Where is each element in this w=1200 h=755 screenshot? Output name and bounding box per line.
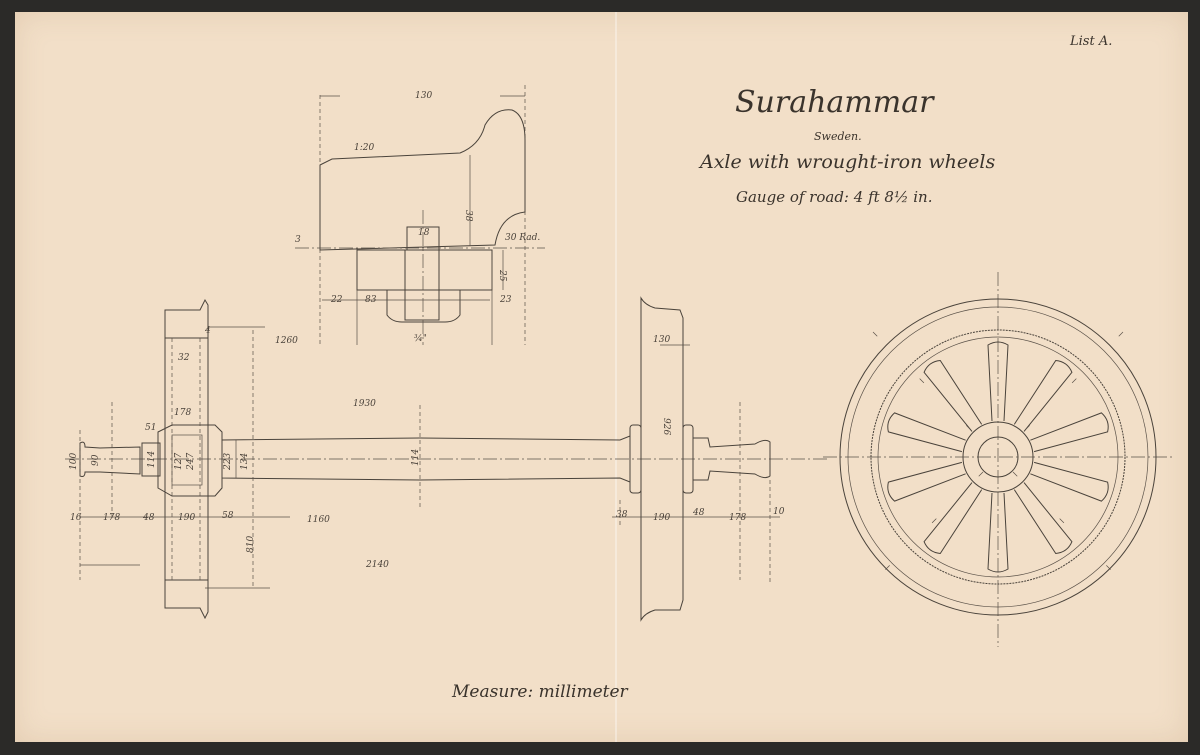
dim-114-mid: 114 [411,449,421,466]
dim-1260: 1260 [275,336,298,346]
measure-label: Measure: millimeter [451,682,629,702]
dim-90: 90 [91,454,101,466]
dim-178-hub: 178 [174,408,191,418]
dim-bolt: ¾" [414,333,427,344]
paper-fold [615,12,617,742]
dim-127: 127 [174,453,184,470]
dim-r-10: 10 [773,507,785,517]
dim-51: 51 [145,423,156,433]
dim-23: 23 [499,295,512,305]
dim-3: 3 [295,235,301,245]
wheel-front-view [823,272,1173,647]
dim-58: 58 [222,511,234,521]
dim-83: 83 [365,295,377,305]
gauge-label: Gauge of road: 4 ft 8½ in. [736,188,933,206]
dim-178-journal: 178 [103,513,120,523]
dim-r-190: 190 [653,513,670,523]
dim-22: 22 [330,295,343,305]
dim-190: 190 [178,513,195,523]
dim-134: 134 [240,453,250,470]
dim-25: 25 [497,269,507,282]
dim-slope: 1:20 [354,143,374,153]
dim-1160: 1160 [307,515,330,525]
dim-114-seat: 114 [147,451,157,468]
dim-2140: 2140 [365,560,389,570]
dim-130: 130 [415,91,432,101]
dim-38: 38 [463,210,473,222]
dim-r-178: 178 [729,513,746,523]
subject-label: Axle with wrought-iron wheels [698,151,995,173]
axle-side-view: 1260 4 32 178 51 100 90 114 127 247 223 … [65,296,830,622]
dim-r-38: 38 [616,510,628,520]
dim-radius: 30 Rad. [505,233,540,243]
dim-16: 16 [70,513,82,523]
dim-18: 18 [418,228,430,238]
dim-48: 48 [142,513,155,523]
dim-r-48: 48 [692,508,705,518]
dim-926: 926 [661,418,671,435]
country-label: Sweden. [814,130,862,143]
rim-section-detail: 130 1:20 38 18 3 30 Rad. 25 22 83 23 ¾" [295,85,545,345]
dim-810: 810 [246,536,256,553]
drawing-title: Surahammar [735,85,935,120]
dim-100: 100 [69,453,79,470]
dim-223: 223 [223,453,233,471]
dim-4: 4 [204,326,211,336]
dim-r-130: 130 [653,335,670,345]
drawing-sheet [15,12,1188,742]
dim-1930: 1930 [353,399,376,409]
list-mark: List A. [1069,34,1112,49]
dim-247: 247 [186,453,196,471]
dim-32: 32 [178,353,190,363]
